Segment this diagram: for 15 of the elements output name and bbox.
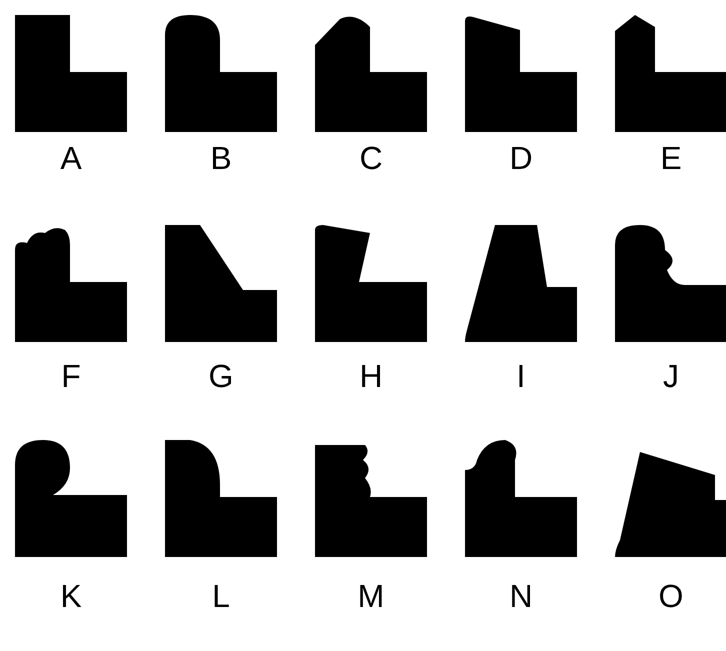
letter-label: O (658, 578, 684, 614)
letter-label: L (211, 578, 231, 614)
letter-label: B (209, 140, 233, 176)
letter-label: C (358, 140, 384, 176)
letter-label: G (208, 358, 234, 394)
letter-label: N (508, 578, 534, 614)
letter-label: K (59, 578, 83, 614)
letter-label: M (356, 578, 386, 614)
letter-label: H (358, 358, 384, 394)
letter-label: J (662, 358, 680, 394)
letter-label: E (659, 140, 683, 176)
letter-label: A (59, 140, 83, 176)
letter-label: F (60, 358, 82, 394)
letter-label: D (508, 140, 534, 176)
letter-label: I (516, 358, 526, 394)
